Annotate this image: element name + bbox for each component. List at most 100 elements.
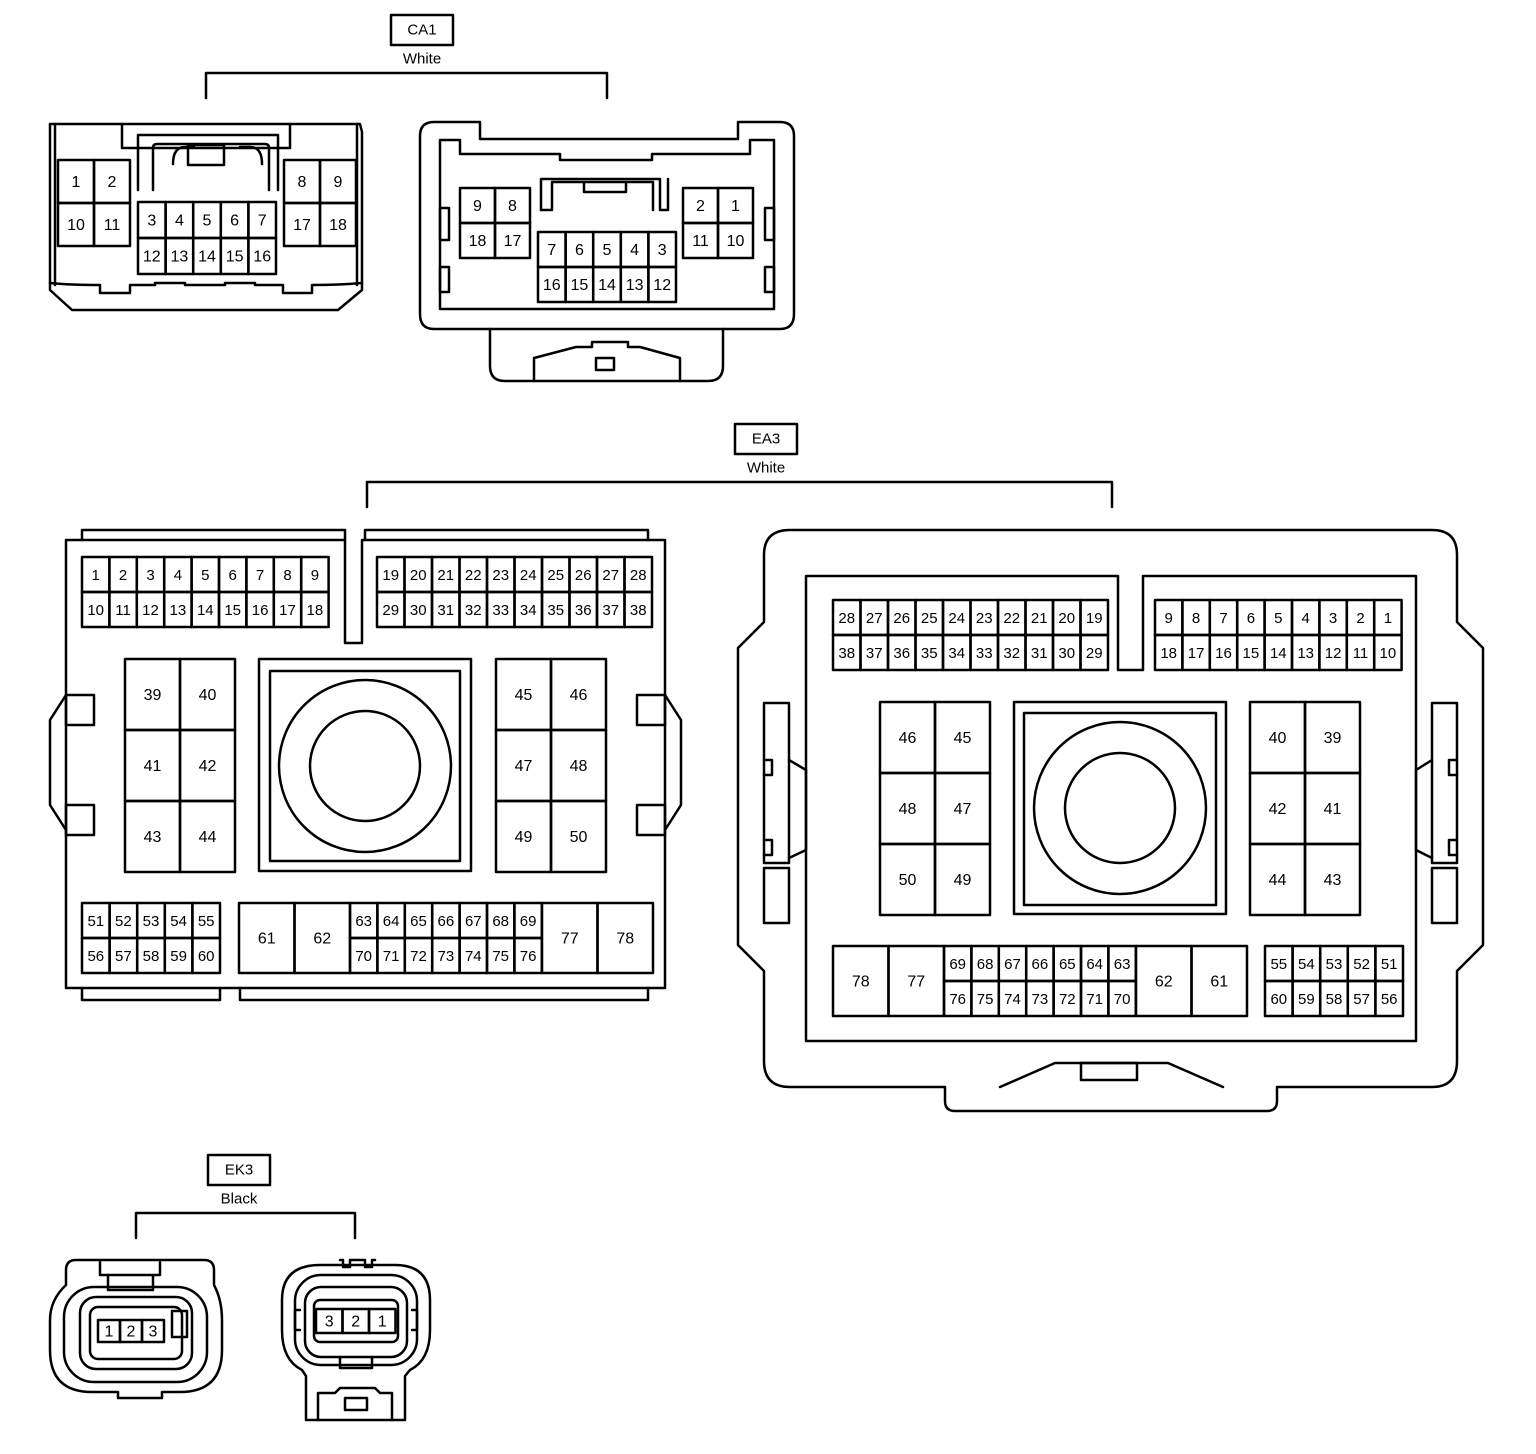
pin-cell bbox=[191, 936, 222, 975]
ca1-left-top-notch bbox=[120, 122, 292, 150]
ca1-right-rib bbox=[438, 206, 451, 242]
pin-number: 59 bbox=[1298, 991, 1315, 1008]
pin-cell bbox=[140, 1318, 166, 1344]
pin-number: 49 bbox=[515, 829, 533, 846]
pin-number: 77 bbox=[561, 931, 579, 948]
pin-number: 37 bbox=[866, 645, 883, 662]
ek3-right-housing bbox=[280, 1263, 432, 1422]
pin-number: 27 bbox=[866, 610, 883, 627]
ea3-right-housing bbox=[736, 528, 1485, 1113]
pin-number: 72 bbox=[410, 948, 427, 965]
pin-number: 11 bbox=[115, 602, 131, 619]
pin-number: 2 bbox=[119, 567, 127, 584]
pin-number: 46 bbox=[570, 687, 588, 704]
pin-number: 13 bbox=[171, 249, 189, 266]
pin-number: 76 bbox=[949, 991, 966, 1008]
pin-number: 22 bbox=[465, 567, 482, 584]
ek3-left-housing bbox=[48, 1258, 224, 1400]
pin-number: 10 bbox=[87, 602, 104, 619]
pin-number: 22 bbox=[1003, 610, 1020, 627]
pin-number: 60 bbox=[1270, 991, 1287, 1008]
pin-number: 30 bbox=[1058, 645, 1075, 662]
ea3-right-side-latch bbox=[762, 701, 791, 865]
pin-number: 16 bbox=[543, 277, 561, 294]
pin-number: 2 bbox=[696, 198, 705, 215]
pin-number: 39 bbox=[1324, 730, 1342, 747]
pin-number: 63 bbox=[1114, 956, 1131, 973]
pin-number: 45 bbox=[515, 687, 533, 704]
pin-number: 26 bbox=[893, 610, 910, 627]
ea3-right-center-hole bbox=[1063, 751, 1177, 865]
ek3-right-lock-tab bbox=[343, 1396, 369, 1412]
pin-number: 28 bbox=[630, 567, 647, 584]
ca1-left-lock-inner bbox=[151, 142, 271, 192]
pin-number: 17 bbox=[279, 602, 296, 619]
pin-number: 6 bbox=[229, 567, 237, 584]
pin-number: 48 bbox=[570, 758, 588, 775]
pin-number: 37 bbox=[602, 602, 619, 619]
pin-number: 1 bbox=[92, 567, 100, 584]
pin-cell bbox=[623, 590, 654, 629]
pin-number: 12 bbox=[1325, 645, 1342, 662]
pin-number: 50 bbox=[570, 829, 588, 846]
pin-number: 65 bbox=[1059, 956, 1076, 973]
pin-number: 42 bbox=[199, 758, 217, 775]
connector-name-box bbox=[733, 422, 799, 456]
pin-number: 32 bbox=[1003, 645, 1020, 662]
ca1-right-housing bbox=[418, 120, 796, 331]
ea3-left-center-frame bbox=[257, 657, 473, 873]
ea3-left-center-ring bbox=[277, 678, 453, 854]
pin-number: 63 bbox=[355, 913, 372, 930]
ca1-left-bottom-ribs bbox=[48, 281, 364, 295]
pin-number: 73 bbox=[438, 948, 455, 965]
pin-number: 16 bbox=[253, 249, 271, 266]
ea3-right-bottom-lock bbox=[998, 1061, 1225, 1089]
ca1-left-lock-frame bbox=[136, 133, 280, 192]
pin-number: 43 bbox=[1324, 872, 1342, 889]
pin-number: 38 bbox=[630, 602, 647, 619]
pin-number: 68 bbox=[977, 956, 994, 973]
pin-number: 9 bbox=[473, 198, 482, 215]
ca1-right-latch bbox=[582, 181, 628, 194]
ea3-right-center-frame bbox=[1012, 700, 1228, 916]
pin-number: 78 bbox=[852, 974, 870, 991]
ea3-left-housing bbox=[64, 538, 667, 990]
pin-number: 45 bbox=[954, 730, 972, 747]
pin-number: 10 bbox=[1380, 645, 1397, 662]
pin-number: 40 bbox=[199, 687, 217, 704]
pin-cell bbox=[299, 590, 330, 629]
pin-number: 41 bbox=[1324, 801, 1342, 818]
pin-number: 43 bbox=[144, 829, 162, 846]
pin-number: 14 bbox=[1270, 645, 1287, 662]
pin-number: 9 bbox=[311, 567, 319, 584]
pin-number: 8 bbox=[283, 567, 291, 584]
pin-number: 44 bbox=[1269, 872, 1287, 889]
pin-number: 14 bbox=[198, 249, 216, 266]
pin-number: 6 bbox=[575, 242, 584, 259]
pin-number: 27 bbox=[602, 567, 619, 584]
pin-number: 74 bbox=[1004, 991, 1021, 1008]
pin-number: 18 bbox=[329, 217, 347, 234]
pin-number: 3 bbox=[325, 1314, 334, 1331]
pin-number: 49 bbox=[954, 872, 972, 889]
pin-number: 75 bbox=[977, 991, 994, 1008]
pin-number: 66 bbox=[1032, 956, 1049, 973]
pin-number: 70 bbox=[1114, 991, 1131, 1008]
pin-number: 24 bbox=[520, 567, 537, 584]
ca1-left-housing bbox=[48, 122, 364, 312]
ea3-left-side-lock bbox=[663, 693, 683, 832]
pin-number: 8 bbox=[508, 198, 517, 215]
pin-number: 14 bbox=[598, 277, 616, 294]
pin-number: 21 bbox=[437, 567, 454, 584]
ea3-right-inner bbox=[804, 574, 1418, 1043]
pin-number: 2 bbox=[127, 1324, 136, 1341]
connector-bracket bbox=[204, 71, 609, 100]
pin-number: 69 bbox=[949, 956, 966, 973]
pin-number: 15 bbox=[1243, 645, 1260, 662]
pin-cell bbox=[92, 201, 132, 248]
pin-cell bbox=[596, 901, 655, 975]
connector-name: CA1 bbox=[407, 22, 436, 39]
pin-number: 13 bbox=[626, 277, 644, 294]
pin-cell bbox=[549, 799, 608, 874]
ek3-left-key bbox=[170, 1309, 189, 1339]
